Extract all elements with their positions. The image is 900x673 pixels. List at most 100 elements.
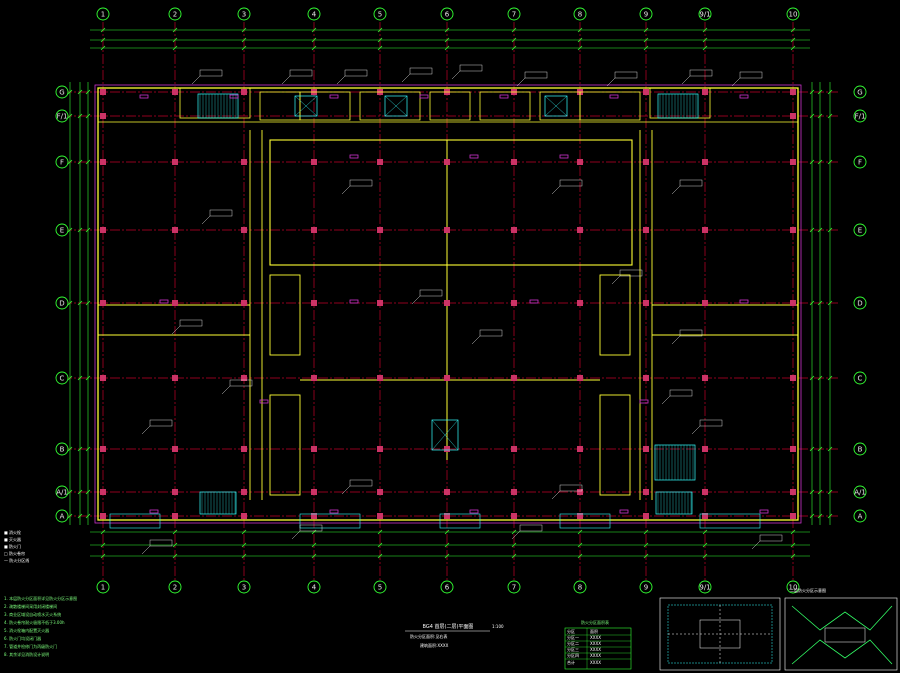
leader-line xyxy=(751,540,761,550)
column xyxy=(377,446,383,452)
entrance xyxy=(559,513,611,529)
column xyxy=(643,446,649,452)
dim-tick xyxy=(817,446,823,452)
drawing-scale: 1:100 xyxy=(492,624,504,629)
dim-tick xyxy=(67,159,73,165)
axis-label-right-circle xyxy=(853,85,867,99)
annotation-tag xyxy=(524,71,548,79)
dim-tick xyxy=(817,159,823,165)
dim-tick xyxy=(100,37,106,43)
dim-tick xyxy=(790,27,796,33)
elevator xyxy=(384,95,408,117)
dim-tick xyxy=(809,375,815,381)
dim-tick xyxy=(85,446,91,452)
leader-line xyxy=(411,295,421,305)
dim-tick xyxy=(172,542,178,548)
leader-line xyxy=(516,77,526,87)
axis-label-right-circle xyxy=(853,442,867,456)
dim-tick xyxy=(827,300,833,306)
dim-tick xyxy=(85,89,91,95)
dim-tick xyxy=(172,45,178,51)
dim-tick xyxy=(100,542,106,548)
dim-tick xyxy=(511,529,517,535)
column xyxy=(100,227,106,233)
fire-hydrant-box xyxy=(759,509,769,514)
column xyxy=(643,227,649,233)
column xyxy=(511,300,517,306)
column xyxy=(100,513,106,519)
notes-block: 1. 本层防火分区面积详见防火分区示意图 2. 疏散楼梯间采用封闭楼梯间 3. … xyxy=(4,595,77,657)
keyplan-2-zone-line xyxy=(791,605,893,631)
dim-tick xyxy=(77,159,83,165)
walls xyxy=(94,84,802,524)
column xyxy=(241,489,247,495)
annotation-tag xyxy=(559,179,583,187)
dim-tick xyxy=(511,45,517,51)
dim-tick xyxy=(817,113,823,119)
fire-hydrant-box xyxy=(739,299,749,304)
dim-tick xyxy=(377,37,383,43)
axis-label-left-circle xyxy=(55,109,69,123)
dim-tick xyxy=(809,113,815,119)
column xyxy=(511,489,517,495)
fire-hydrant-box xyxy=(529,299,539,304)
column xyxy=(241,375,247,381)
axis-label-right: F/1 xyxy=(855,112,866,120)
dim-tick xyxy=(444,553,450,559)
axis-label-right: F xyxy=(858,158,862,166)
entrance xyxy=(699,513,761,529)
column xyxy=(643,513,649,519)
dim-tick xyxy=(827,513,833,519)
fire-hydrant-box xyxy=(349,299,359,304)
entrance xyxy=(109,513,161,529)
column xyxy=(444,375,450,381)
leader-line xyxy=(141,425,151,435)
note-line: 5. 消火栓箱内配置灭火器 xyxy=(4,627,49,633)
axis-label-top-circle xyxy=(786,7,800,21)
dim-tick xyxy=(77,446,83,452)
dim-tick xyxy=(577,45,583,51)
axis-label-bottom: 9/1 xyxy=(699,583,710,591)
area-table-cell: 分区四 xyxy=(567,652,579,658)
column xyxy=(790,489,796,495)
column xyxy=(311,159,317,165)
note-line: 4. 防火卷帘耐火极限不低于3.00h xyxy=(4,619,65,625)
axis-label-top: 4 xyxy=(312,10,317,18)
dim-tick xyxy=(77,375,83,381)
column xyxy=(444,227,450,233)
column xyxy=(511,375,517,381)
column xyxy=(790,89,796,95)
dim-tick xyxy=(100,553,106,559)
axis-label-top: 9 xyxy=(644,10,648,18)
keyplan-1-frame xyxy=(659,597,781,671)
top-room xyxy=(359,91,421,121)
dim-tick xyxy=(241,529,247,535)
axis-label-left-circle xyxy=(55,296,69,310)
axis-label-left: F xyxy=(60,158,64,166)
room-outline xyxy=(269,394,301,496)
axis-label-right-circle xyxy=(853,223,867,237)
column xyxy=(241,300,247,306)
fire-hydrant-box xyxy=(139,94,149,99)
dim-tick xyxy=(377,27,383,33)
column xyxy=(643,159,649,165)
dim-tick xyxy=(172,553,178,559)
axis-label-right: D xyxy=(857,299,862,307)
column xyxy=(377,513,383,519)
axis-label-left: F/1 xyxy=(57,112,68,120)
axis-label-right: C xyxy=(858,374,863,382)
column xyxy=(444,513,450,519)
dim-tick xyxy=(577,37,583,43)
keyplan-2: 二层防火分区示意图 xyxy=(784,587,898,671)
axis-label-top-circle xyxy=(307,7,321,21)
dim-tick xyxy=(77,513,83,519)
axis-label-left-circle xyxy=(55,371,69,385)
column xyxy=(100,375,106,381)
elevator-x xyxy=(431,419,459,451)
leader-line xyxy=(511,530,521,540)
annotation-tag xyxy=(679,179,703,187)
stair xyxy=(199,491,237,515)
axis-label-bottom: 5 xyxy=(378,583,382,591)
annotation-tag xyxy=(229,379,253,387)
